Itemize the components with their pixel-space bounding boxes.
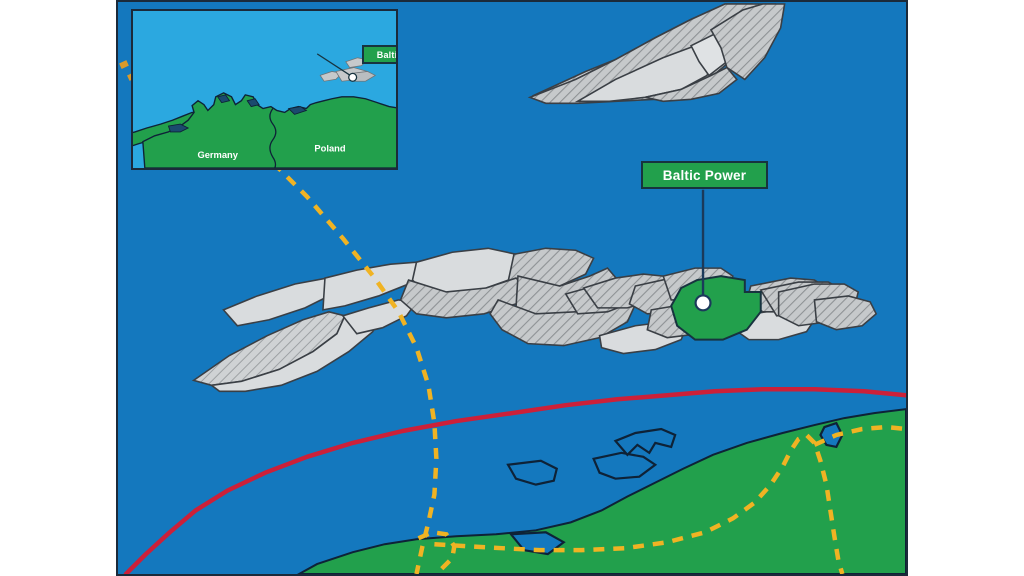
inset-callout-label: Baltic Power — [376, 49, 398, 60]
lake-east — [819, 421, 844, 449]
baltic-power-callout[interactable]: Baltic Power — [641, 161, 768, 189]
inset-overview-map[interactable]: Germany Poland Baltic Power — [131, 9, 398, 170]
inset-label-poland: Poland — [314, 143, 345, 153]
cable-route-onshore — [434, 432, 845, 574]
lake-central-small — [506, 459, 559, 486]
baltic-power-callout-label: Baltic Power — [662, 167, 747, 183]
eez-boundary-line — [123, 387, 906, 574]
cable-route-offshore — [271, 161, 439, 574]
inset-label-germany: Germany — [197, 150, 238, 160]
inset-site-marker[interactable] — [348, 72, 358, 82]
baltic-power-site-marker[interactable] — [694, 294, 712, 312]
inset-callout-leader-line — [316, 53, 353, 77]
wind-farm-cluster-west[interactable] — [191, 261, 426, 393]
baltic-power-lease-area[interactable] — [670, 275, 762, 341]
wind-farm-cluster-north[interactable] — [527, 3, 786, 105]
inset-country-border — [269, 108, 277, 168]
inset-map-canvas: Germany Poland — [133, 11, 396, 168]
inset-baltic-power-callout[interactable]: Baltic Power — [362, 45, 398, 64]
cable-route-onshore-east — [813, 424, 906, 447]
lake-lagoon — [613, 427, 677, 457]
inset-coast-detail — [167, 94, 308, 133]
wind-farm-cluster-east[interactable] — [733, 277, 878, 341]
coastal-landmass — [297, 408, 906, 574]
